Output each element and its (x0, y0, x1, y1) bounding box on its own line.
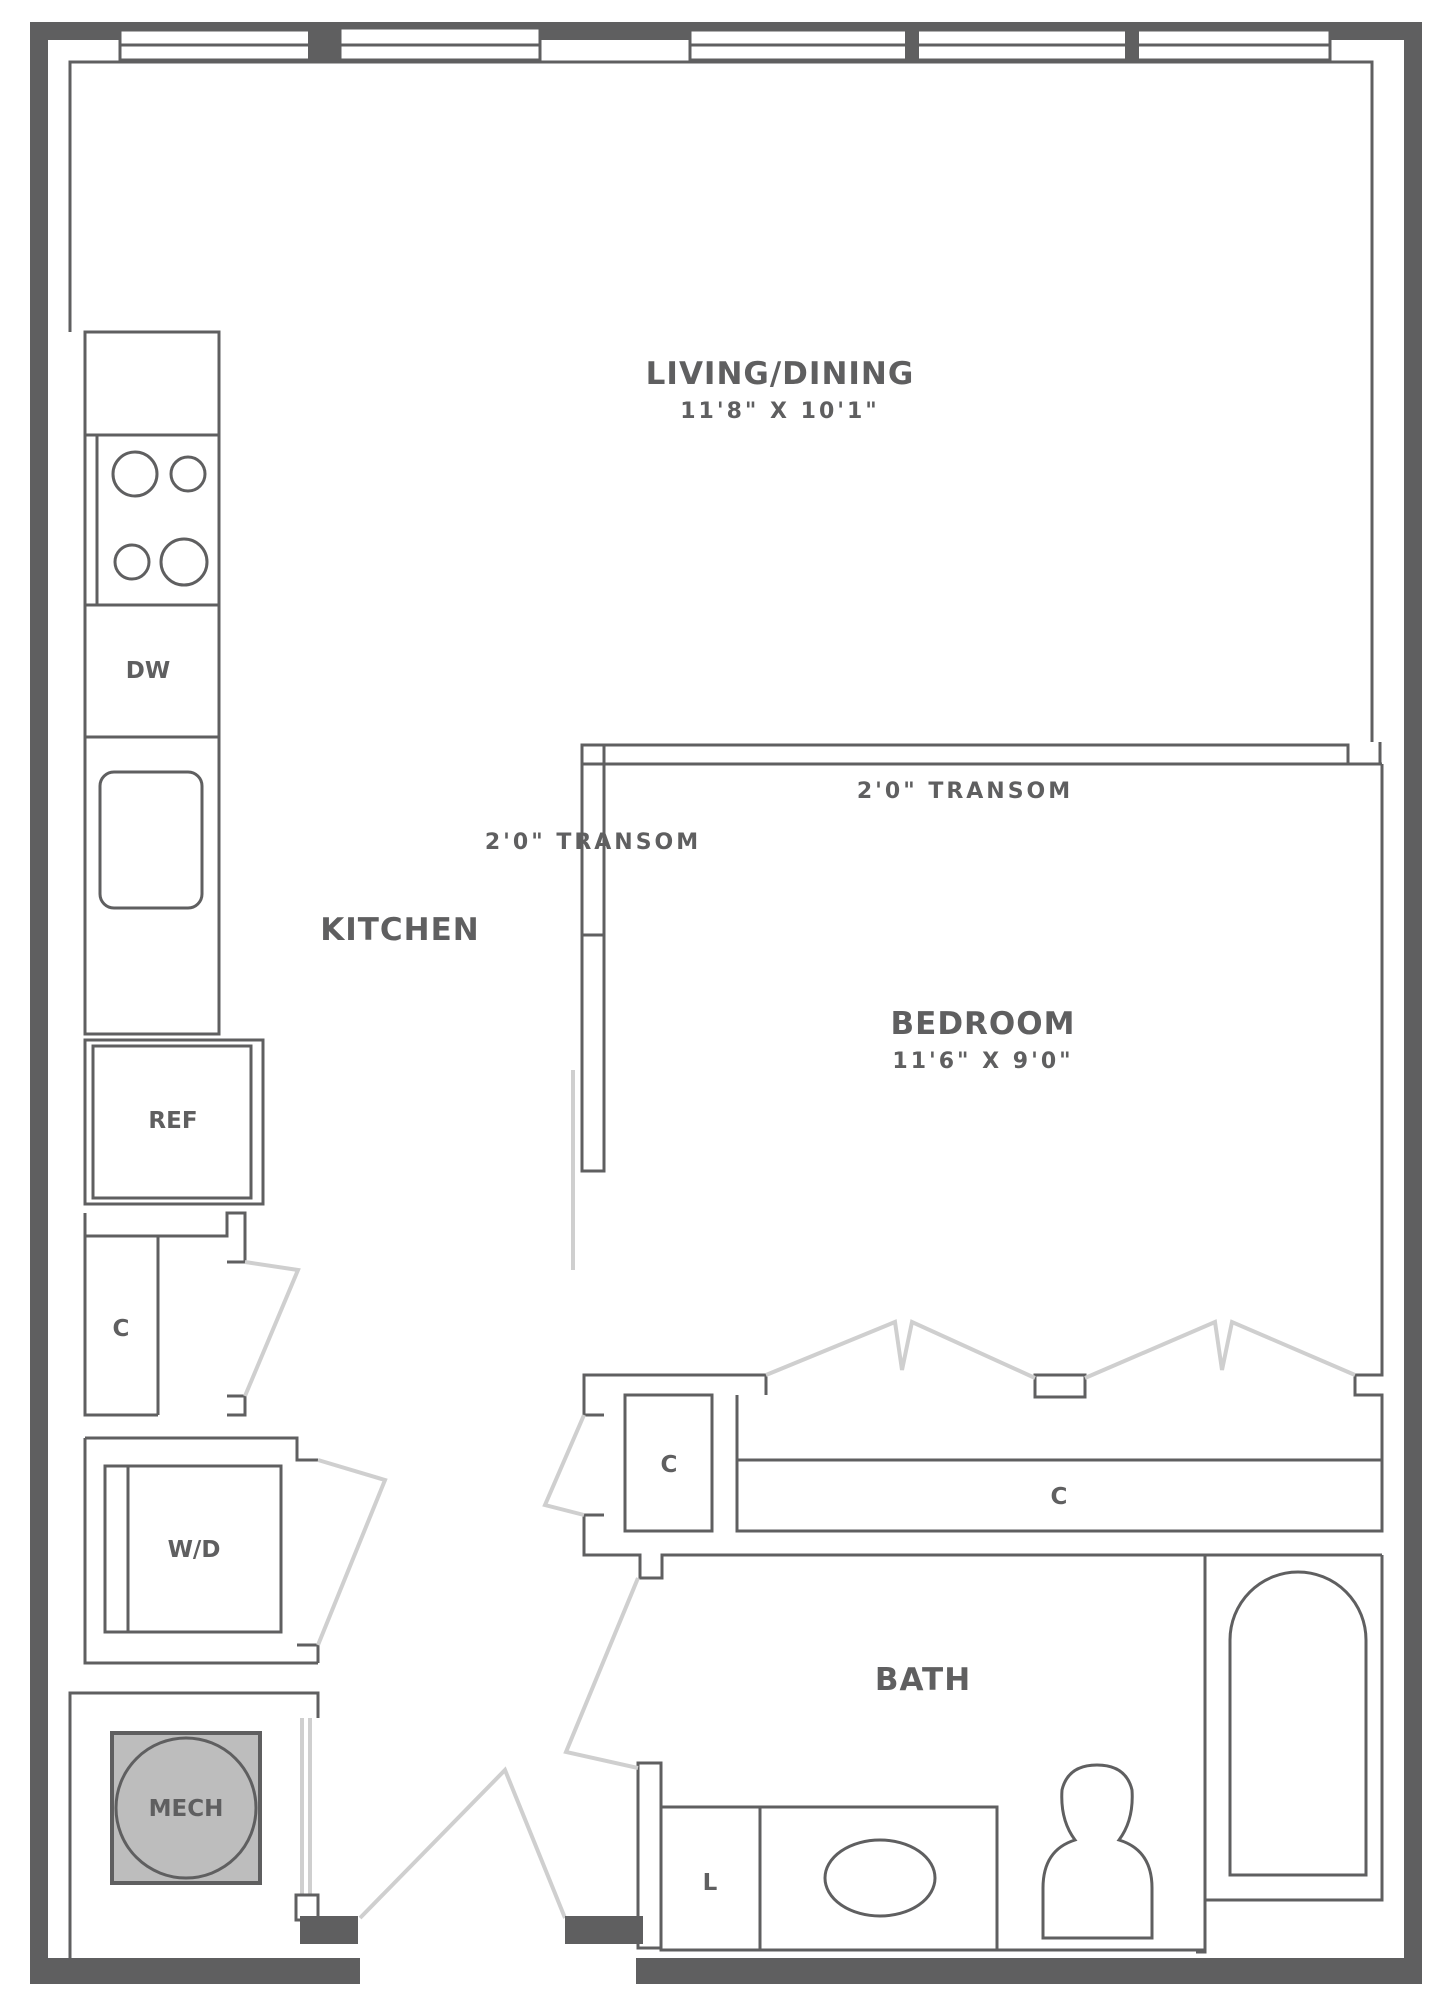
toilet-icon (1041, 1763, 1154, 1940)
closet-door-swing (243, 1260, 301, 1397)
living-dining-dims: 11'8" X 10'1" (680, 399, 880, 424)
bathtub-icon (1228, 1570, 1368, 1877)
transom-left-label: 2'0" TRANSOM (485, 830, 701, 855)
bedroom-closet-label: C (1051, 1484, 1068, 1510)
bedroom-label: BEDROOM (891, 1006, 1076, 1042)
top-windows (118, 26, 1332, 62)
kitchen-closet (83, 1211, 247, 1417)
refrigerator-label: REF (148, 1108, 197, 1134)
bath-label: BATH (875, 1662, 971, 1698)
sink-icon (98, 770, 204, 910)
bathroom (636, 1555, 1384, 1954)
transom-top-label: 2'0" TRANSOM (857, 779, 1073, 804)
kitchen-closet-label: C (113, 1316, 130, 1342)
bedroom-dims: 11'6" X 9'0" (892, 1049, 1073, 1074)
small-closet-door-swing (542, 1414, 586, 1517)
small-closet-label: C (661, 1452, 678, 1478)
entry-wall-stub (565, 1916, 643, 1944)
linen-label: L (703, 1870, 718, 1896)
bath-door-swing (563, 1577, 640, 1770)
dishwasher-label: DW (126, 658, 170, 684)
living-dining-label: LIVING/DINING (646, 356, 915, 392)
bedroom-walls (571, 742, 1384, 1532)
exterior-walls (30, 22, 1422, 1984)
mech-room (68, 1691, 358, 1958)
kitchen-label: KITCHEN (320, 912, 480, 948)
cooktop-icon (111, 450, 209, 587)
kitchen-counter (83, 330, 221, 1036)
refrigerator-icon (83, 1038, 265, 1206)
basin-icon (823, 1838, 937, 1918)
entry-door-swing (358, 1766, 567, 1920)
washer-dryer-label: W/D (168, 1537, 221, 1563)
bedroom-closets (582, 1373, 1384, 1580)
wd-door-swing (316, 1458, 388, 1646)
bifold-door-left (765, 1319, 1036, 1380)
bifold-door-right (1084, 1319, 1356, 1380)
mech-label: MECH (149, 1796, 224, 1822)
